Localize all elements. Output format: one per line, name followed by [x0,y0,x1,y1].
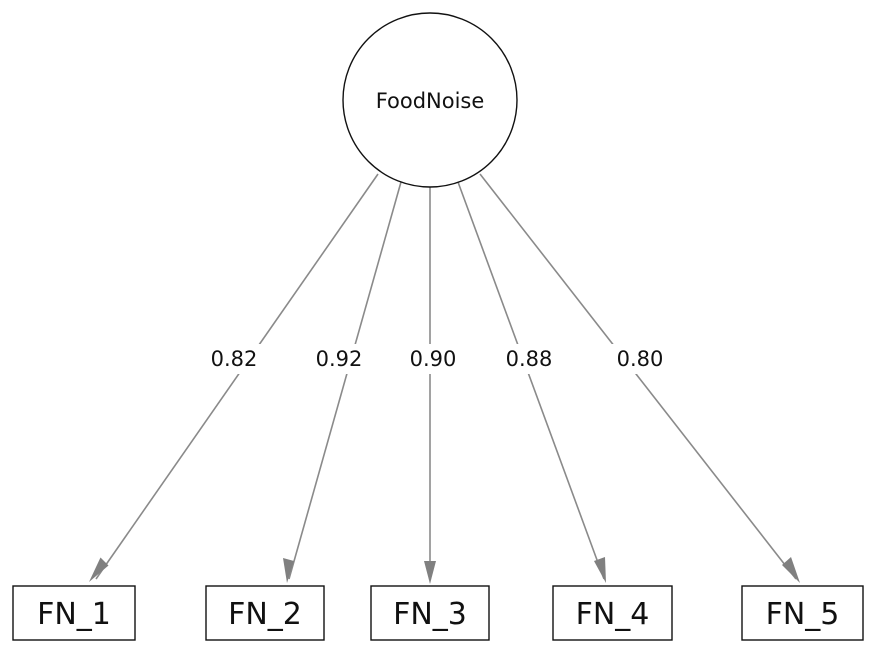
indicator-box [370,585,490,641]
loading-label: 0.92 [316,347,363,371]
edges [95,173,797,580]
loading-bg [202,344,266,374]
loading-fn-2: 0.92 [307,344,371,374]
loading-bg [401,344,465,374]
edge-fn-1 [95,173,379,580]
loading-label: 0.90 [410,347,457,371]
arrowhead-fn-1 [89,557,109,582]
arrowhead-fn-4 [594,557,606,583]
loading-fn-1: 0.82 [202,344,266,374]
loading-fn-5: 0.80 [608,344,672,374]
arrowhead-fn-5 [782,557,800,583]
loading-label: 0.80 [617,347,664,371]
edge-fn-4 [457,181,605,580]
loading-label: 0.88 [506,347,553,371]
arrowheads [89,557,800,584]
loading-bg [307,344,371,374]
latent-label: FoodNoise [376,89,485,113]
indicator-fn-2: FN_2 [205,585,325,641]
loading-fn-4: 0.88 [497,344,561,374]
indicators: FN_1 FN_2 FN_3 FN_4 FN_5 [12,585,864,641]
loading-fn-3: 0.90 [401,344,465,374]
latent-circle [342,12,518,188]
edge-fn-5 [479,173,797,580]
loading-label: 0.82 [211,347,258,371]
latent-node: FoodNoise [342,12,518,188]
loadings: 0.82 0.92 0.90 0.88 0.80 [202,344,672,374]
loading-bg [497,344,561,374]
arrowhead-fn-3 [424,561,436,584]
indicator-box [12,585,136,641]
indicator-label: FN_3 [393,597,467,632]
indicator-box [552,585,673,641]
indicator-label: FN_2 [228,597,302,632]
indicator-fn-3: FN_3 [370,585,490,641]
indicator-fn-5: FN_5 [741,585,864,641]
indicator-label: FN_5 [766,597,840,632]
indicator-box [741,585,864,641]
indicator-fn-4: FN_4 [552,585,673,641]
edge-fn-2 [288,181,402,580]
arrowhead-fn-2 [283,558,294,583]
indicator-label: FN_1 [37,597,111,632]
indicator-fn-1: FN_1 [12,585,136,641]
indicator-box [205,585,325,641]
indicator-label: FN_4 [576,597,650,632]
loading-bg [608,344,672,374]
